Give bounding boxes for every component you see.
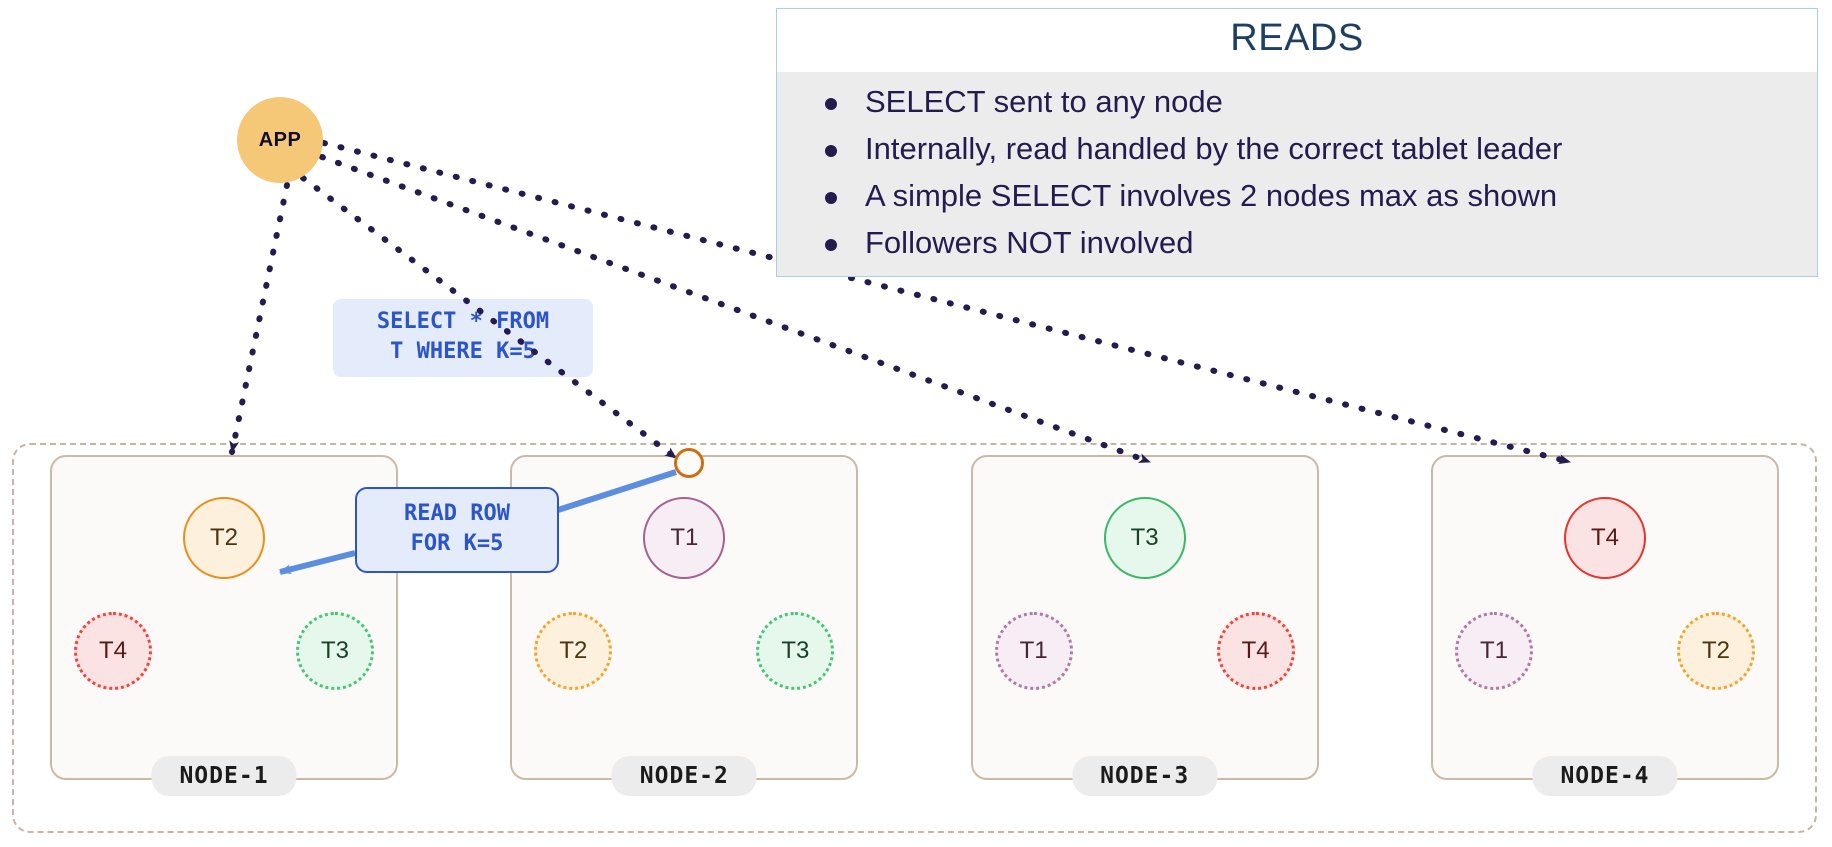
read-row-callout: READ ROW FOR K=5 bbox=[355, 487, 559, 573]
node-box-4[interactable]: T4 T1 T2 NODE-4 bbox=[1430, 455, 1779, 796]
list-item: Followers NOT involved bbox=[807, 219, 1817, 266]
tablet-follower-t1[interactable]: T1 bbox=[1454, 612, 1533, 690]
tablet-leader-t4[interactable]: T4 bbox=[1563, 497, 1646, 579]
tablet-label: T3 bbox=[320, 637, 349, 664]
tablet-follower-t4[interactable]: T4 bbox=[1216, 612, 1295, 690]
node-name-badge: NODE-3 bbox=[1072, 756, 1218, 796]
nodes-row: T2 T4 T3 NODE-1 T1 T2 T3 NODE-2 T3 bbox=[12, 455, 1817, 805]
tablet-label: T4 bbox=[98, 637, 127, 664]
list-item: SELECT sent to any node bbox=[807, 78, 1817, 125]
tablet-leader-t3[interactable]: T3 bbox=[1103, 497, 1186, 579]
node-name-badge: NODE-2 bbox=[611, 756, 757, 796]
node2-entry-point[interactable] bbox=[674, 448, 704, 478]
tablet-label: T4 bbox=[1590, 524, 1619, 551]
node-box-1[interactable]: T2 T4 T3 NODE-1 bbox=[50, 455, 398, 796]
tablet-leader-t2[interactable]: T2 bbox=[183, 497, 265, 579]
node-name-badge: NODE-4 bbox=[1532, 756, 1678, 796]
tablet-label: T3 bbox=[781, 637, 810, 664]
tablet-label: T1 bbox=[670, 524, 699, 551]
list-item: Internally, read handled by the correct … bbox=[807, 125, 1817, 172]
reads-bullet-list: SELECT sent to any node Internally, read… bbox=[777, 78, 1817, 266]
app-node[interactable]: APP bbox=[237, 97, 323, 183]
reads-panel: READS SELECT sent to any node Internally… bbox=[776, 8, 1818, 277]
tablet-label: T4 bbox=[1241, 637, 1270, 664]
node-name-badge: NODE-1 bbox=[151, 756, 297, 796]
node-box-3[interactable]: T3 T1 T4 NODE-3 bbox=[970, 455, 1319, 796]
reads-panel-body: SELECT sent to any node Internally, read… bbox=[777, 72, 1817, 276]
tablet-label: T2 bbox=[209, 524, 238, 551]
tablet-label: T1 bbox=[1019, 637, 1048, 664]
tablet-label: T1 bbox=[1479, 637, 1508, 664]
reads-panel-title: READS bbox=[777, 9, 1817, 72]
sql-query-label: SELECT * FROM T WHERE K=5 bbox=[333, 299, 593, 377]
arrow-app-to-node1 bbox=[229, 182, 290, 455]
list-item: A simple SELECT involves 2 nodes max as … bbox=[807, 172, 1817, 219]
node-box-2[interactable]: T1 T2 T3 NODE-2 bbox=[510, 455, 859, 796]
app-label: APP bbox=[258, 128, 302, 151]
tablet-label: T2 bbox=[1701, 637, 1730, 664]
tablet-follower-t2[interactable]: T2 bbox=[534, 612, 613, 690]
tablet-label: T2 bbox=[559, 637, 588, 664]
tablet-follower-t4[interactable]: T4 bbox=[74, 612, 152, 690]
tablet-follower-t1[interactable]: T1 bbox=[994, 612, 1073, 690]
tablet-label: T3 bbox=[1130, 524, 1159, 551]
tablet-follower-t3[interactable]: T3 bbox=[296, 612, 374, 690]
tablet-follower-t3[interactable]: T3 bbox=[756, 612, 835, 690]
tablet-follower-t2[interactable]: T2 bbox=[1676, 612, 1755, 690]
tablet-leader-t1[interactable]: T1 bbox=[643, 497, 726, 579]
